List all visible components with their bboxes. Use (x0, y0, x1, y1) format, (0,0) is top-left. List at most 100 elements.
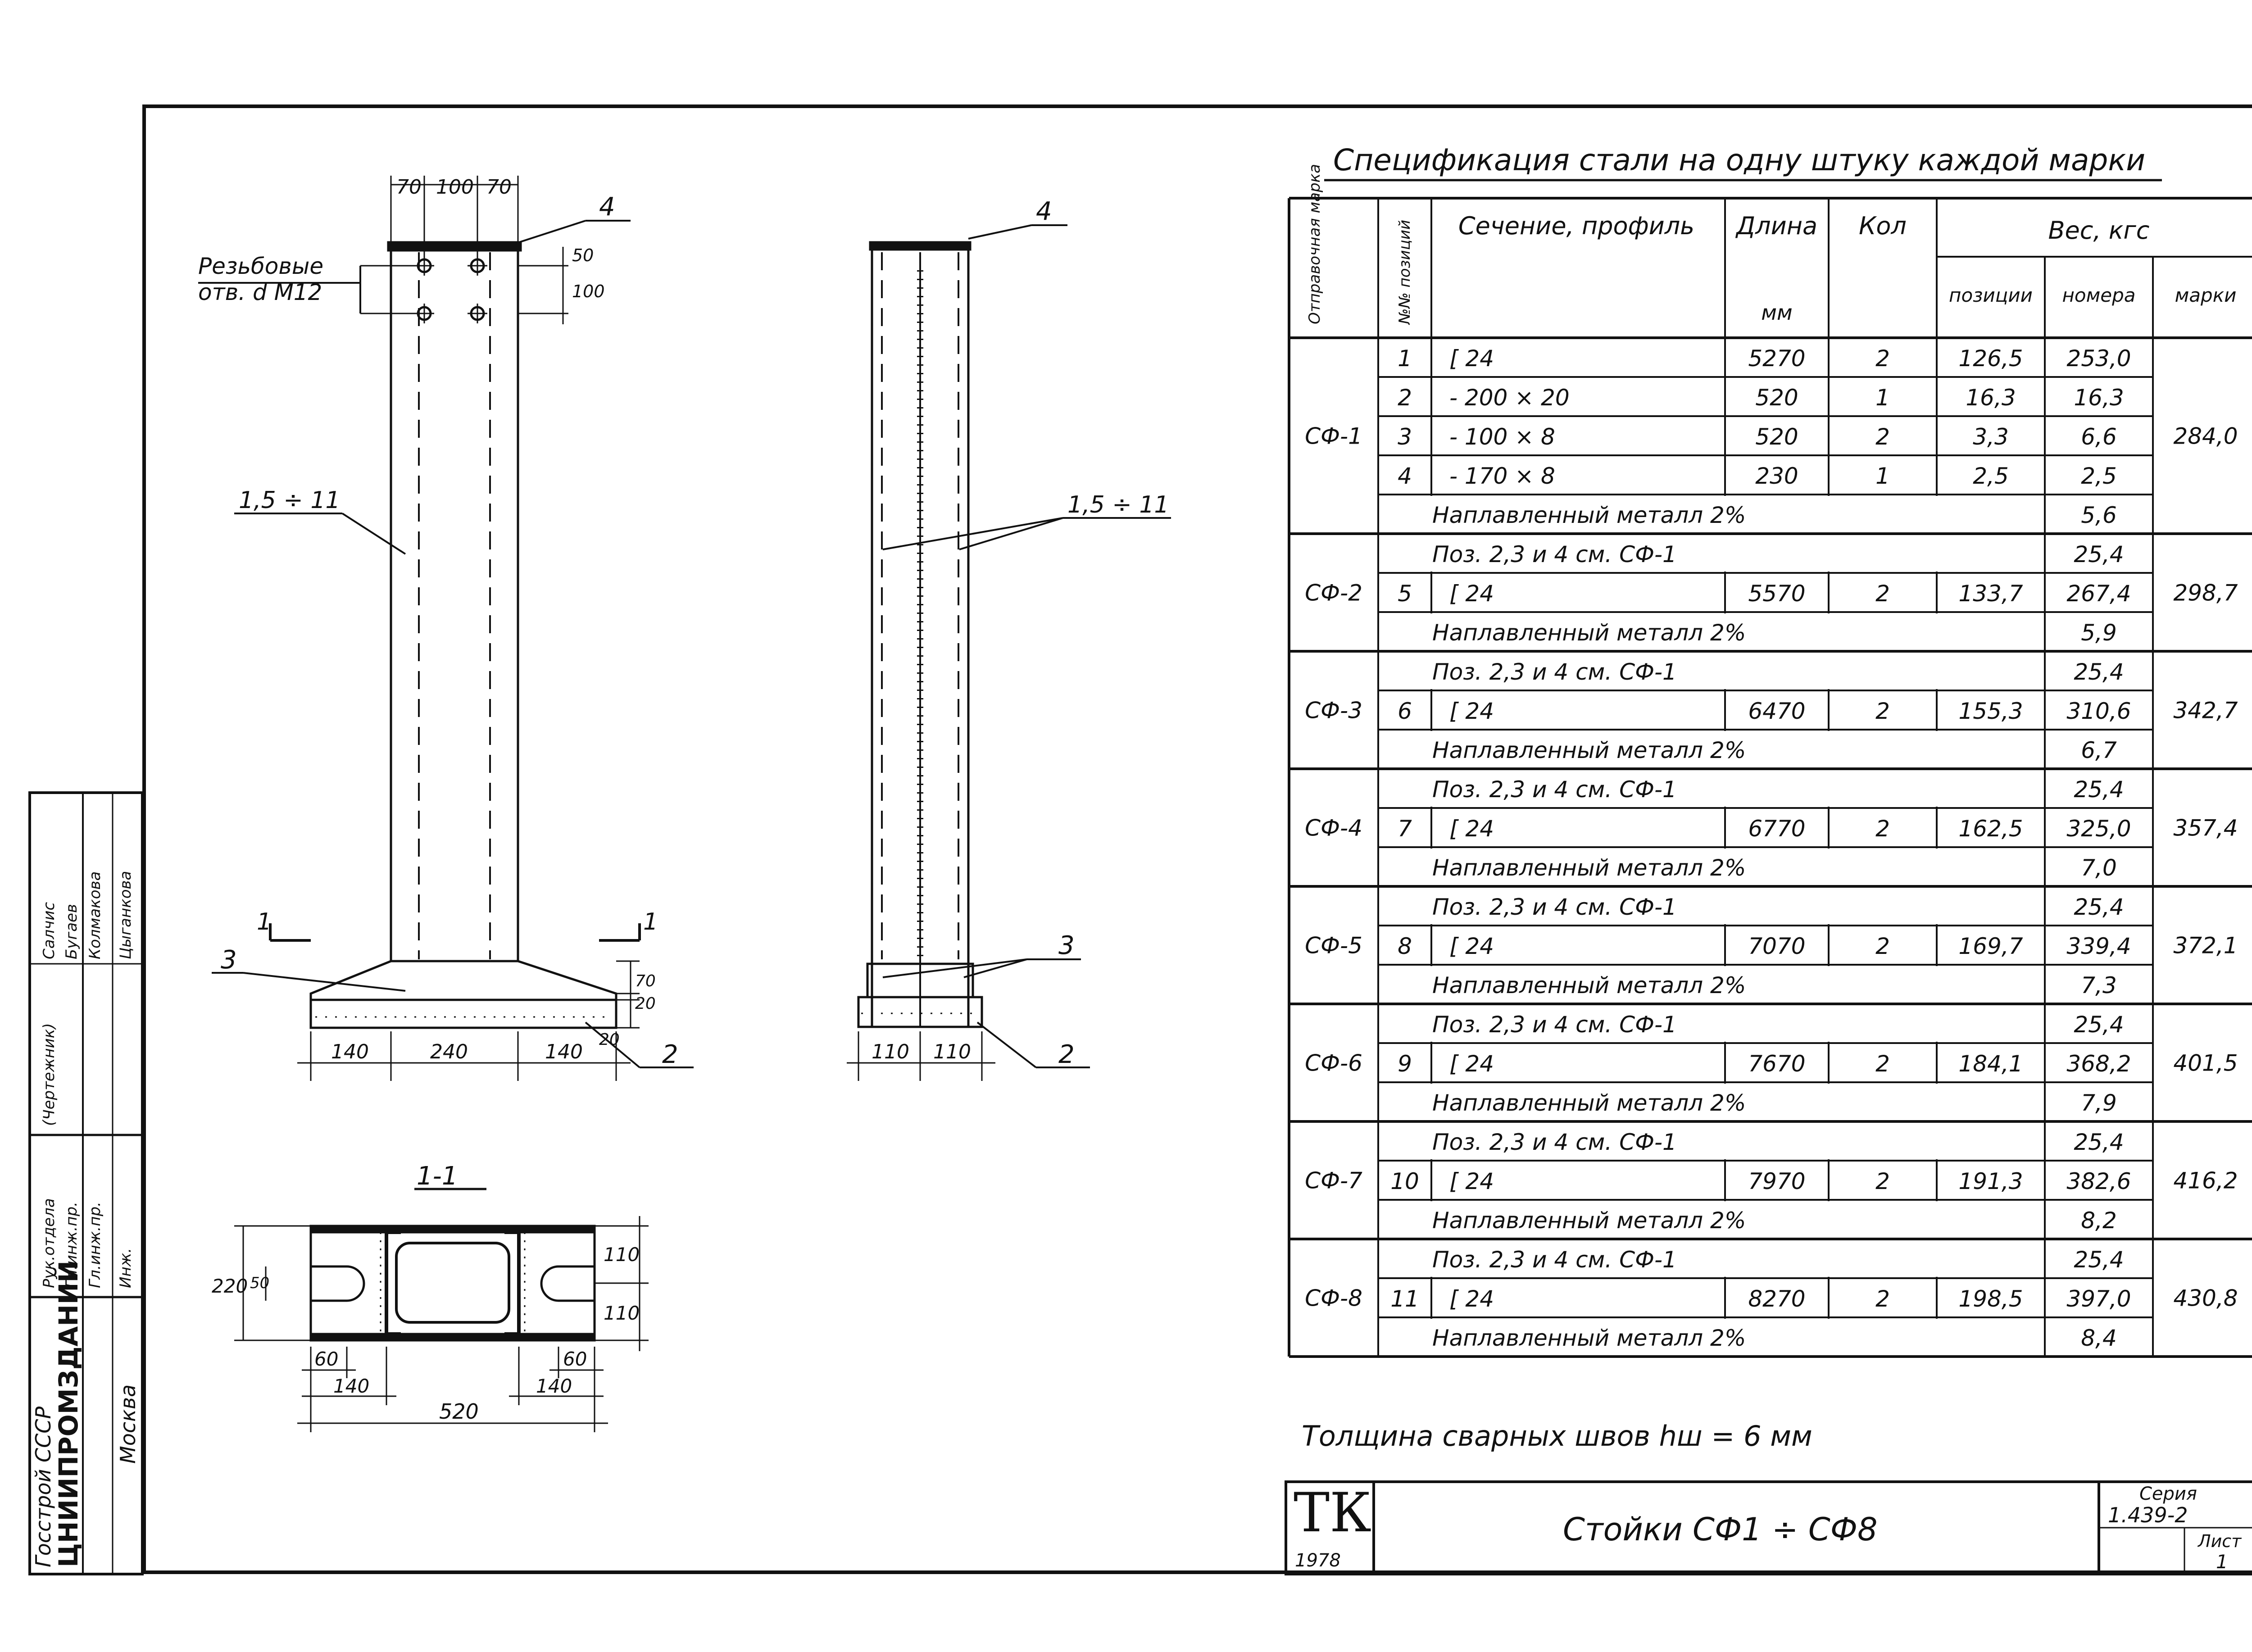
front-view-labels: 70 100 70 50 100 Резьбовые отв. d М12 4 … (198, 176, 678, 1069)
spec-qty: 1 (1875, 385, 1890, 411)
slot-right (540, 1265, 595, 1302)
spec-length: 7070 (1748, 933, 1805, 959)
weld-note: Толщина сварных швов hш = 6 мм (1302, 1420, 1812, 1452)
callout-2-side: 2 (1058, 1040, 1075, 1069)
section-labels: 1-1 220 50 110 110 60 140 60 140 520 (212, 1162, 640, 1424)
spec-length: 230 (1755, 463, 1798, 489)
spec-w-num: 8,2 (2081, 1207, 2117, 1234)
spec-w-num: 7,0 (2081, 855, 2117, 881)
spec-pos: 5 (1398, 581, 1412, 607)
spec-note: Наплавленный металл 2% (1432, 855, 1746, 881)
spec-note: Наплавленный металл 2% (1432, 1090, 1746, 1116)
spec-w-num: 310,6 (2066, 698, 2131, 724)
spec-w-num: 7,3 (2081, 972, 2117, 998)
side-dim-2: 110 (933, 1040, 971, 1063)
spec-w-pos: 198,5 (1958, 1286, 2023, 1312)
spec-w-num: 5,9 (2081, 620, 2117, 646)
spec-mark: СФ-1 (1305, 423, 1362, 449)
base-dim-v-2: 20 (635, 994, 656, 1013)
spec-note: Наплавленный металл 2% (1432, 737, 1746, 763)
spec-section: - 100 × 8 (1449, 424, 1555, 450)
holes-label-2: отв. d М12 (198, 279, 322, 305)
spec-section: [ 24 (1449, 816, 1494, 842)
holes-label-1: Резьбовые (198, 253, 323, 279)
stamp-role-1: Рук.отдела (40, 1198, 58, 1288)
weld-label-front: 1,5 ÷ 11 (239, 487, 341, 514)
spec-w-pos: 133,7 (1958, 581, 2023, 607)
spec-section: [ 24 (1449, 1286, 1494, 1312)
section-dim-60-l: 60 (314, 1348, 338, 1370)
spec-qty: 2 (1875, 1168, 1890, 1194)
spec-pos: 4 (1398, 463, 1412, 489)
weld-label-side: 1,5 ÷ 11 (1067, 491, 1169, 518)
spec-section: - 170 × 8 (1449, 463, 1555, 489)
spec-w-pos: 184,1 (1958, 1051, 2023, 1077)
side-view (847, 224, 1171, 1081)
header-w-num: номера (2062, 284, 2135, 306)
stamp-role-3: Гл.инж.пр. (86, 1202, 104, 1288)
series-value: 1.439-2 (2108, 1503, 2188, 1527)
spec-length: 520 (1755, 385, 1798, 411)
stamp-org2: ЦНИИПРОМЗДАНИЙ (53, 1261, 84, 1567)
spec-w-num: 25,4 (2074, 659, 2124, 685)
spec-pos: 7 (1398, 816, 1412, 842)
spec-w-num: 6,7 (2081, 737, 2117, 763)
stamp-role-4: Инж. (117, 1248, 135, 1288)
spec-w-num: 339,4 (2066, 933, 2131, 959)
base-dim-v-1: 70 (635, 972, 656, 990)
spec-pos: 2 (1398, 385, 1412, 411)
spec-length: 7970 (1748, 1168, 1805, 1194)
spec-title: Спецификация стали на одну штуку каждой … (1333, 143, 2145, 177)
dim-bottom-2: 240 (430, 1040, 468, 1063)
spec-pos: 6 (1398, 698, 1412, 724)
spec-w-num: 25,4 (2074, 541, 2124, 567)
section-1-1 (234, 1188, 649, 1432)
spec-mark-weight: 416,2 (2173, 1168, 2238, 1194)
slot-left (311, 1265, 365, 1302)
spec-section: [ 24 (1449, 1051, 1494, 1077)
spec-mark: СФ-2 (1305, 580, 1362, 606)
spec-w-num: 382,6 (2066, 1168, 2131, 1194)
cut-mark-left: 1 (257, 908, 272, 935)
spec-w-num: 253,0 (2066, 345, 2131, 372)
spec-mark: СФ-6 (1305, 1050, 1362, 1076)
series-label: Серия (2139, 1484, 2197, 1504)
spec-mark: СФ-3 (1305, 698, 1362, 724)
spec-section: [ 24 (1449, 698, 1494, 724)
header-pos: №№ позиций (1396, 220, 1414, 325)
header-section: Сечение, профиль (1458, 212, 1694, 240)
header-length-unit: мм (1761, 300, 1792, 325)
spec-qty: 2 (1875, 816, 1890, 842)
spec-qty: 2 (1875, 345, 1890, 372)
top-plate (387, 241, 522, 252)
spec-length: 6770 (1748, 816, 1805, 842)
spec-table: Отправочная марка №№ позиций Сечение, проф… (1288, 164, 2252, 1358)
section-dim-60-r: 60 (563, 1348, 587, 1370)
spec-note: Поз. 2,3 и 4 см. СФ-1 (1432, 659, 1677, 685)
callout-3-front: 3 (221, 945, 237, 975)
tk-logo: ТК (1294, 1482, 1371, 1544)
spec-w-pos: 191,3 (1958, 1168, 2023, 1194)
header-mark: Отправочная марка (1306, 164, 1324, 324)
stamp-role-2: Гл.инж.пр. (63, 1202, 81, 1288)
side-stamp: Госстрой СССР ЦНИИПРОМЗДАНИЙ Москва Рук.… (28, 791, 144, 1575)
spec-w-pos: 169,7 (1958, 933, 2023, 959)
spec-w-num: 5,6 (2081, 502, 2117, 528)
spec-length: 6470 (1748, 698, 1805, 724)
spec-mark-weight: 430,8 (2173, 1285, 2238, 1312)
spec-w-num: 25,4 (2074, 1012, 2124, 1038)
spec-note: Наплавленный металл 2% (1432, 1207, 1746, 1234)
stamp-name-1: Салчис (40, 902, 58, 959)
spec-w-num: 25,4 (2074, 894, 2124, 920)
dim-bottom-1: 140 (331, 1040, 369, 1063)
section-title: 1-1 (417, 1162, 458, 1191)
spec-mark-weight: 284,0 (2173, 423, 2238, 449)
spec-section: [ 24 (1449, 345, 1494, 372)
spec-pos: 11 (1390, 1286, 1419, 1312)
spec-w-num: 8,4 (2081, 1325, 2117, 1351)
title-year: 1978 (1295, 1550, 1341, 1571)
side-base-plate (857, 996, 983, 1028)
stamp-name-4: Цыганкова (117, 871, 135, 959)
spec-qty: 2 (1875, 424, 1890, 450)
